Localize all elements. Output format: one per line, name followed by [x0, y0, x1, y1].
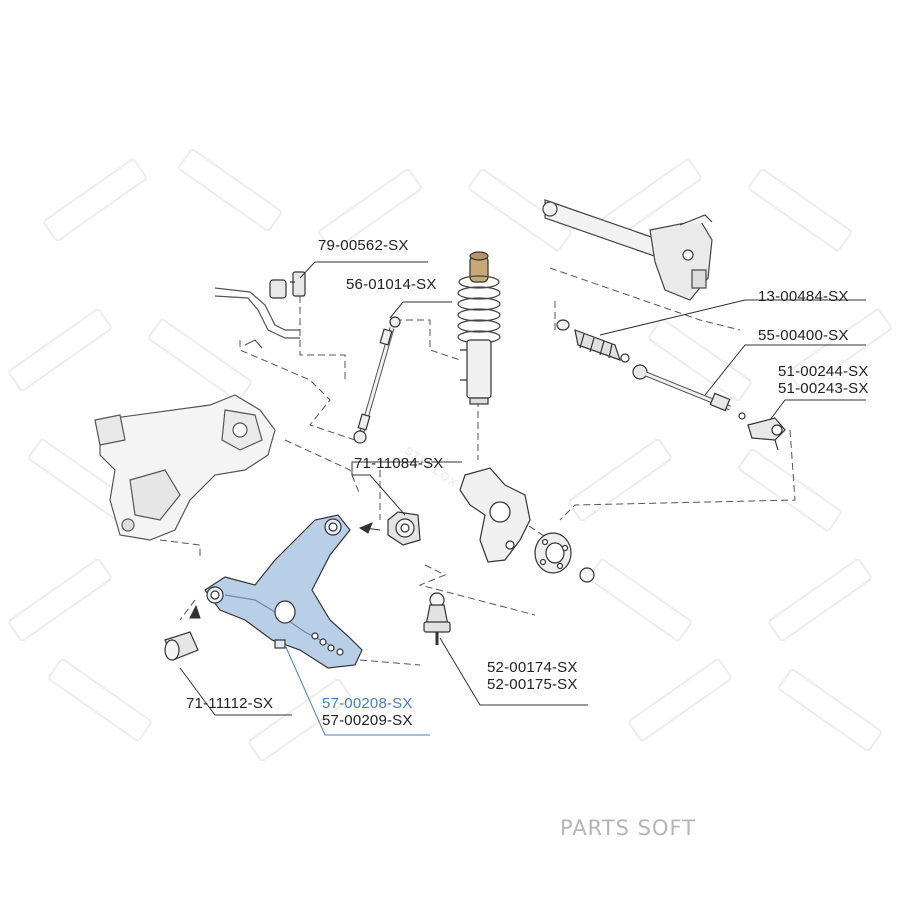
label-tie-rod[interactable]: 55-00400-SX — [758, 327, 849, 344]
steering-knuckle — [459, 467, 531, 563]
ball-joint — [423, 592, 451, 645]
label-tie-rod-end-a[interactable]: 51-00244-SX — [778, 363, 869, 380]
label-control-arm-a[interactable]: 57-00208-SX — [322, 695, 413, 712]
subframe — [94, 394, 276, 541]
stabilizer-bush — [269, 271, 306, 299]
leader-lines — [179, 261, 866, 736]
tie-rod — [632, 364, 746, 420]
label-front-bush[interactable]: 71-11112-SX — [186, 695, 274, 712]
wheel-hub — [534, 532, 595, 583]
label-tie-rod-end-b[interactable]: 51-00243-SX — [778, 380, 869, 397]
control-arm — [204, 514, 363, 669]
stabilizer-bar — [214, 287, 300, 349]
label-rear-bush[interactable]: 71-11084-SX — [354, 455, 444, 472]
assembly-guide-lines — [159, 267, 796, 666]
rear-bush — [387, 511, 421, 546]
tie-rod-end — [747, 417, 786, 451]
stabilizer-link — [353, 316, 401, 444]
label-control-arm-b[interactable]: 57-00209-SX — [322, 712, 413, 729]
label-stabilizer-bush[interactable]: 79-00562-SX — [318, 237, 409, 254]
steering-boot — [556, 319, 630, 363]
label-ball-joint-b[interactable]: 52-00175-SX — [487, 676, 578, 693]
steering-rack — [542, 199, 713, 301]
strut-assembly — [457, 251, 501, 405]
assembly-arrows — [189, 522, 381, 619]
label-ball-joint-a[interactable]: 52-00174-SX — [487, 659, 578, 676]
front-bush — [164, 631, 199, 661]
label-stabilizer-link[interactable]: 56-01014-SX — [346, 276, 437, 293]
label-steering-boot[interactable]: 13-00484-SX — [758, 288, 849, 305]
brand-watermark: PARTS SOFT — [560, 816, 696, 840]
